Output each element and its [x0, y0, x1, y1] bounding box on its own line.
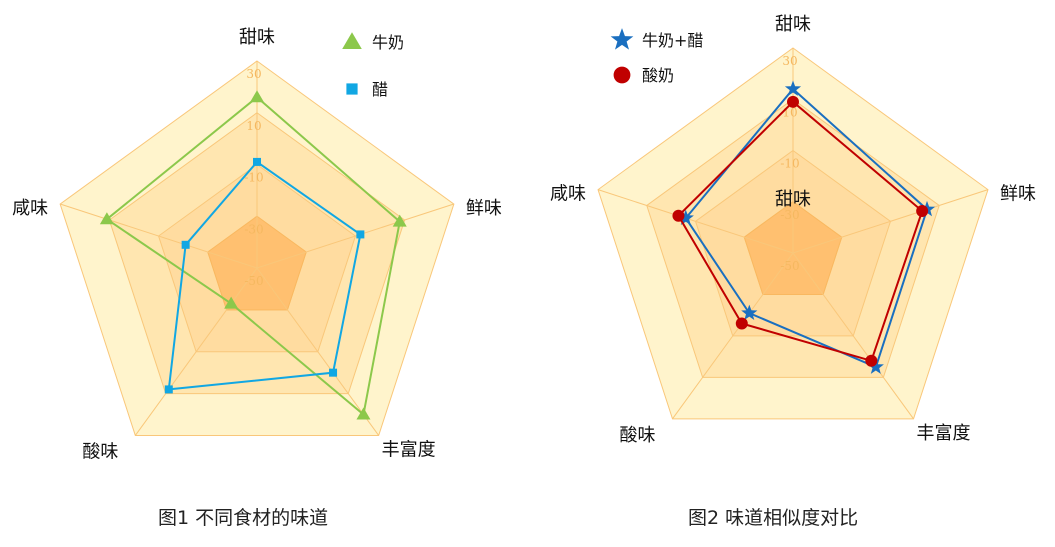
legend-label: 酸奶 — [642, 66, 674, 85]
tick-label: 30 — [246, 67, 261, 81]
axis-line — [597, 189, 794, 254]
tick-label: -30 — [780, 208, 799, 222]
figure-2-caption: 图2 味道相似度对比 — [688, 507, 859, 529]
axis-line — [256, 267, 380, 436]
figure-1-caption: 图1 不同食材的味道 — [158, 507, 329, 529]
axis-label: 咸味 — [12, 198, 48, 219]
axis-line — [256, 203, 455, 269]
data-point — [99, 212, 114, 225]
legend-marker — [342, 32, 362, 49]
axis-label: 酸味 — [82, 441, 118, 462]
axis-label: 甜味 — [239, 27, 275, 48]
radar-chart-2: 3010-10-30-50甜味鲜味丰富度酸味咸味甜味牛奶+醋酸奶 — [550, 14, 1036, 446]
data-point — [392, 214, 407, 227]
series-line-酸奶 — [677, 100, 924, 363]
legend-label: 牛奶+醋 — [642, 31, 703, 50]
center-label: 甜味 — [775, 189, 811, 210]
axis-line — [792, 252, 914, 420]
axis-line — [59, 203, 258, 269]
data-point — [741, 304, 758, 320]
axis-line — [134, 267, 258, 436]
legend-label: 醋 — [372, 80, 388, 99]
data-point — [735, 317, 748, 330]
legend-marker — [613, 66, 631, 84]
tick-label: 10 — [246, 119, 261, 133]
axis-line — [792, 189, 989, 254]
tick-label: 10 — [782, 105, 797, 119]
legend-label: 牛奶 — [372, 33, 404, 52]
axis-label: 鲜味 — [1000, 184, 1036, 205]
series-line-牛奶+醋 — [684, 87, 929, 369]
legend-marker — [346, 83, 358, 95]
tick-label: -50 — [780, 259, 799, 273]
data-point — [250, 90, 264, 103]
axis-label: 甜味 — [775, 14, 811, 35]
axis-label: 鲜味 — [466, 198, 502, 219]
axis-line — [672, 252, 794, 420]
data-point — [916, 205, 929, 218]
data-point — [356, 407, 371, 420]
data-point — [677, 209, 694, 225]
data-point — [865, 354, 878, 367]
axis-label: 咸味 — [550, 184, 586, 205]
tick-label: 30 — [782, 54, 797, 68]
tick-label: -50 — [244, 274, 263, 288]
data-point — [181, 240, 190, 249]
axis-label: 酸味 — [620, 425, 656, 446]
tick-label: -30 — [244, 222, 263, 236]
data-point — [224, 296, 239, 309]
data-point — [867, 358, 884, 374]
data-point — [356, 230, 365, 239]
data-point — [787, 95, 799, 108]
legend-marker — [610, 28, 634, 50]
tick-label: -10 — [244, 171, 263, 185]
series-line-牛奶 — [105, 95, 401, 417]
data-point — [164, 385, 173, 394]
data-point — [253, 157, 261, 166]
data-point — [329, 368, 338, 377]
axis-label: 丰富度 — [916, 423, 970, 444]
series-line-醋 — [167, 160, 362, 391]
axis-label: 丰富度 — [382, 439, 436, 460]
tick-label: -10 — [780, 157, 799, 171]
data-point — [672, 209, 685, 222]
data-point — [784, 80, 802, 96]
